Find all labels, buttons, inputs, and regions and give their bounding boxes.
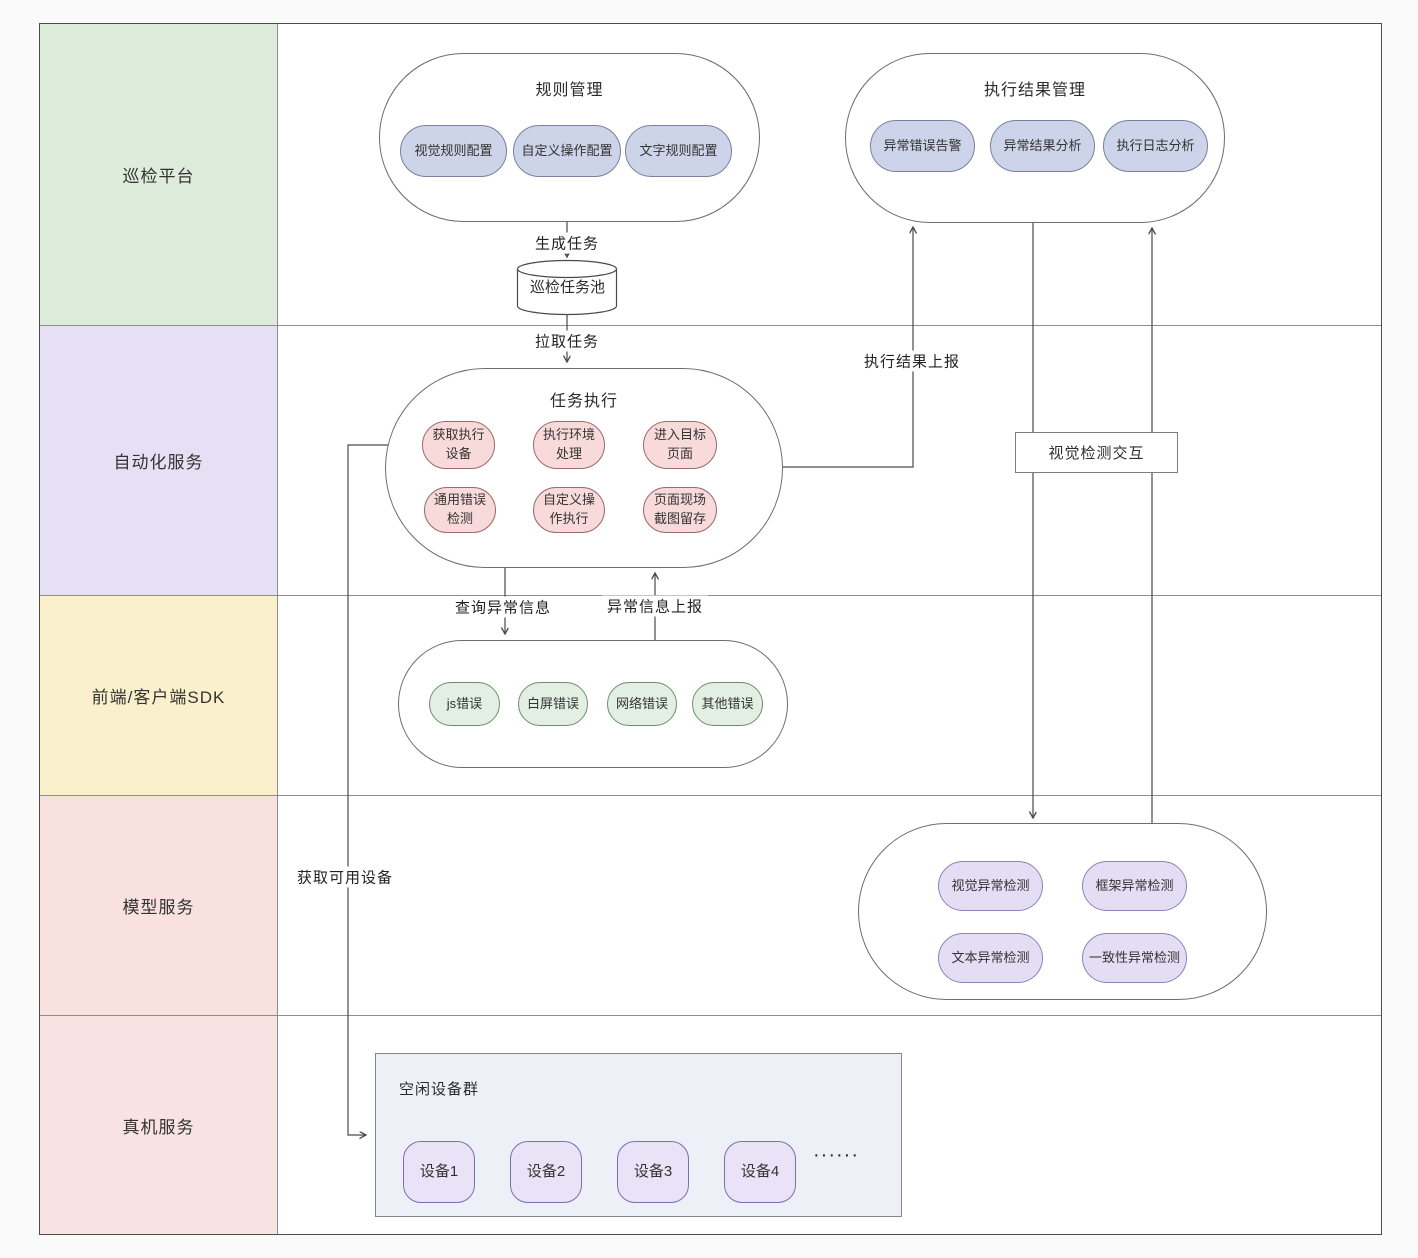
- edge-label-report-result: 执行结果上报: [858, 350, 966, 372]
- node-device-1: 设备1: [403, 1141, 475, 1203]
- task-execution-title: 任务执行: [549, 393, 618, 410]
- node-device-2: 设备2: [510, 1141, 582, 1203]
- edge-label-report-error: 异常信息上报: [601, 595, 709, 617]
- node-enter-target-page: 进入目标 页面: [643, 421, 717, 469]
- node-custom-operation-config: 自定义操作配置: [513, 125, 621, 177]
- node-text-rule-config: 文字规则配置: [625, 125, 732, 177]
- node-result-analysis: 异常结果分析: [990, 120, 1095, 172]
- lane-divider: [40, 795, 1381, 796]
- node-page-screenshot-save: 页面现场 截图留存: [643, 487, 717, 533]
- edge-label-generate-task: 生成任务: [529, 232, 605, 254]
- swimlane-label-model-service: 模型服务: [40, 796, 277, 1015]
- task-pool-label: 巡检任务池: [529, 279, 605, 296]
- node-device-3: 设备3: [617, 1141, 689, 1203]
- node-error-alert: 异常错误告警: [870, 120, 975, 172]
- node-device-4: 设备4: [724, 1141, 796, 1203]
- node-consistency-anomaly-detect: 一致性异常检测: [1082, 933, 1187, 983]
- label-column-divider: [277, 24, 278, 1234]
- lane-divider: [40, 595, 1381, 596]
- swimlane-label-frontend-sdk: 前端/客户端SDK: [40, 596, 277, 795]
- node-general-error-detect: 通用错误 检测: [424, 487, 496, 533]
- device-ellipsis: ······: [813, 1144, 859, 1166]
- node-visual-rule-config: 视觉规则配置: [400, 125, 507, 177]
- node-network-error: 网络错误: [607, 682, 677, 726]
- swimlane-label-real-device-service: 真机服务: [40, 1016, 277, 1234]
- swimlane-label-automation-service: 自动化服务: [40, 326, 277, 595]
- execution-result-title: 执行结果管理: [983, 82, 1086, 99]
- rule-management-title: 规则管理: [535, 82, 604, 99]
- lane-divider: [40, 1015, 1381, 1016]
- idle-device-pool-title: 空闲设备群: [399, 1081, 480, 1098]
- node-text-anomaly-detect: 文本异常检测: [938, 933, 1043, 983]
- node-js-error: js错误: [429, 682, 500, 726]
- swimlane-label-inspection-platform: 巡检平台: [40, 24, 277, 325]
- visual-detection-interaction-box: 视觉检测交互: [1015, 432, 1178, 473]
- node-get-exec-device: 获取执行 设备: [422, 421, 495, 469]
- edge-label-query-error: 查询异常信息: [449, 596, 557, 618]
- node-log-analysis: 执行日志分析: [1103, 120, 1208, 172]
- node-custom-operation-exec: 自定义操 作执行: [533, 487, 605, 533]
- node-other-error: 其他错误: [692, 682, 763, 726]
- node-frame-anomaly-detect: 框架异常检测: [1082, 861, 1187, 911]
- node-env-handling: 执行环境 处理: [533, 421, 605, 469]
- edge-label-pull-task: 拉取任务: [529, 330, 605, 352]
- edge-label-get-devices: 获取可用设备: [291, 866, 399, 888]
- model-service-group: [858, 823, 1267, 1000]
- node-white-screen-error: 白屏错误: [518, 682, 588, 726]
- lane-divider: [40, 325, 1381, 326]
- node-visual-anomaly-detect: 视觉异常检测: [938, 861, 1043, 911]
